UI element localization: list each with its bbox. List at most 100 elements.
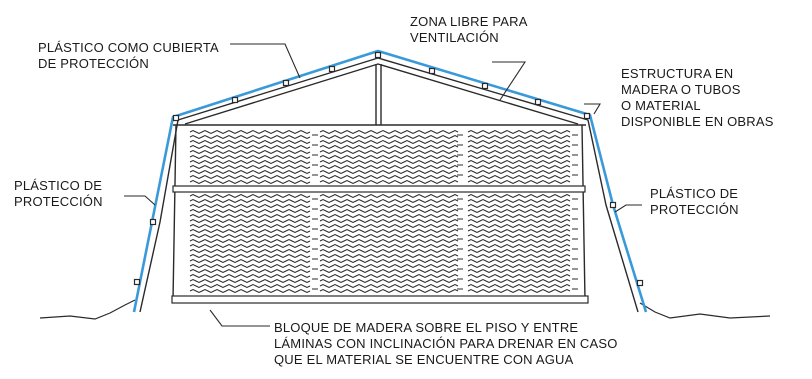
sheet-row — [319, 278, 459, 284]
fastener — [609, 201, 617, 209]
sheet-row — [319, 253, 459, 259]
sheet-row — [467, 144, 571, 150]
shelter-frame — [139, 57, 639, 313]
fastener — [231, 96, 239, 104]
sheet-row — [319, 193, 459, 199]
sheet-row — [319, 268, 459, 274]
sheet-row — [467, 238, 571, 244]
base-label-line-1: BLOQUE DE MADERA SOBRE EL PISO Y ENTRE — [274, 320, 579, 335]
sheet-row — [319, 218, 459, 224]
sheet-row — [319, 233, 459, 239]
sheet-row — [319, 179, 459, 185]
sheet-row — [189, 179, 311, 185]
sheet-row — [467, 288, 571, 294]
sheet-row — [467, 129, 571, 135]
sheet-row — [189, 169, 311, 175]
sheet-row — [319, 228, 459, 234]
sheet-row — [189, 223, 311, 229]
structure-label-line-3: O MATERIAL — [621, 98, 701, 113]
sheet-row — [189, 263, 311, 269]
fastener — [328, 65, 336, 73]
sheet-row — [467, 278, 571, 284]
fastener — [481, 82, 489, 90]
right-side-label-line-2: PROTECCIÓN — [650, 202, 739, 217]
ventilation-label-line-1: ZONA LIBRE PARA — [410, 14, 528, 29]
sheet-row — [319, 258, 459, 264]
sheet-row — [189, 164, 311, 170]
sheet-row — [189, 159, 311, 165]
sheet-row — [319, 174, 459, 180]
structure-label: ESTRUCTURA EN MADERA O TUBOS O MATERIAL … — [621, 66, 774, 130]
fastener — [583, 112, 591, 120]
sheet-row — [319, 159, 459, 165]
base-label-line-3: QUE EL MATERIAL SE ENCUENTRE CON AGUA — [274, 352, 574, 367]
left-side-label-line-1: PLÁSTICO DE — [14, 178, 103, 193]
cover-label-line-1: PLÁSTICO COMO CUBIERTA — [38, 40, 219, 55]
sheet-row — [189, 268, 311, 274]
sheet-row — [189, 139, 311, 145]
sheet-row — [189, 149, 311, 155]
fastener — [428, 67, 436, 75]
left-side-label-line-2: PROTECCIÓN — [14, 194, 103, 209]
sheet-row — [319, 164, 459, 170]
sheet-row — [467, 258, 571, 264]
sheet-row — [319, 223, 459, 229]
sheet-row — [467, 273, 571, 279]
sheet-row — [189, 288, 311, 294]
fastener — [374, 51, 382, 59]
fastener — [636, 279, 644, 287]
sheet-row — [467, 253, 571, 259]
ground-line — [39, 299, 771, 320]
base-label: BLOQUE DE MADERA SOBRE EL PISO Y ENTRE L… — [274, 320, 618, 368]
sheet-row — [467, 243, 571, 249]
sheet-row — [467, 139, 571, 145]
sheet-row — [467, 233, 571, 239]
wooden-boards — [171, 185, 589, 304]
base-label-line-2: LÁMINAS CON INCLINACIÓN PARA DRENAR EN C… — [274, 336, 618, 351]
sheet-row — [467, 198, 571, 204]
sheet-row — [319, 273, 459, 279]
fastener — [534, 98, 542, 106]
sheet-row — [467, 159, 571, 165]
sheet-row — [319, 169, 459, 175]
sheet-row — [467, 248, 571, 254]
sheet-row — [189, 283, 311, 289]
right-side-label-line-1: PLÁSTICO DE — [650, 186, 739, 201]
sheet-row — [319, 198, 459, 204]
sheet-row — [467, 154, 571, 160]
sheet-row — [189, 198, 311, 204]
sheet-row — [319, 203, 459, 209]
sheet-row — [467, 283, 571, 289]
sheet-row — [467, 268, 571, 274]
structure-label-line-1: ESTRUCTURA EN — [621, 66, 734, 81]
ventilation-label-line-2: VENTILACIÓN — [410, 30, 499, 45]
sheet-row — [319, 154, 459, 160]
ventilation-label: ZONA LIBRE PARA VENTILACIÓN — [410, 14, 528, 46]
sheet-row — [319, 139, 459, 145]
sheet-row — [189, 208, 311, 214]
left-side-label: PLÁSTICO DE PROTECCIÓN — [14, 178, 103, 210]
fastener — [282, 79, 290, 87]
sheet-row — [319, 208, 459, 214]
sheet-row — [467, 193, 571, 199]
structure-label-line-2: MADERA O TUBOS — [621, 82, 741, 97]
cover-label-line-2: DE PROTECCIÓN — [38, 56, 149, 71]
sheet-row — [319, 243, 459, 249]
sheet-row — [189, 134, 311, 140]
sheet-row — [319, 263, 459, 269]
right-side-label: PLÁSTICO DE PROTECCIÓN — [650, 186, 739, 218]
sheet-row — [319, 238, 459, 244]
sheet-row — [319, 144, 459, 150]
sheet-row — [189, 213, 311, 219]
fastener — [149, 218, 157, 226]
sheet-row — [319, 283, 459, 289]
sheet-row — [467, 149, 571, 155]
sheet-row — [189, 238, 311, 244]
sheet-row — [189, 233, 311, 239]
sheet-row — [467, 208, 571, 214]
sheet-row — [189, 144, 311, 150]
leader-lines — [124, 43, 642, 327]
sheet-row — [189, 218, 311, 224]
sheet-row — [189, 253, 311, 259]
